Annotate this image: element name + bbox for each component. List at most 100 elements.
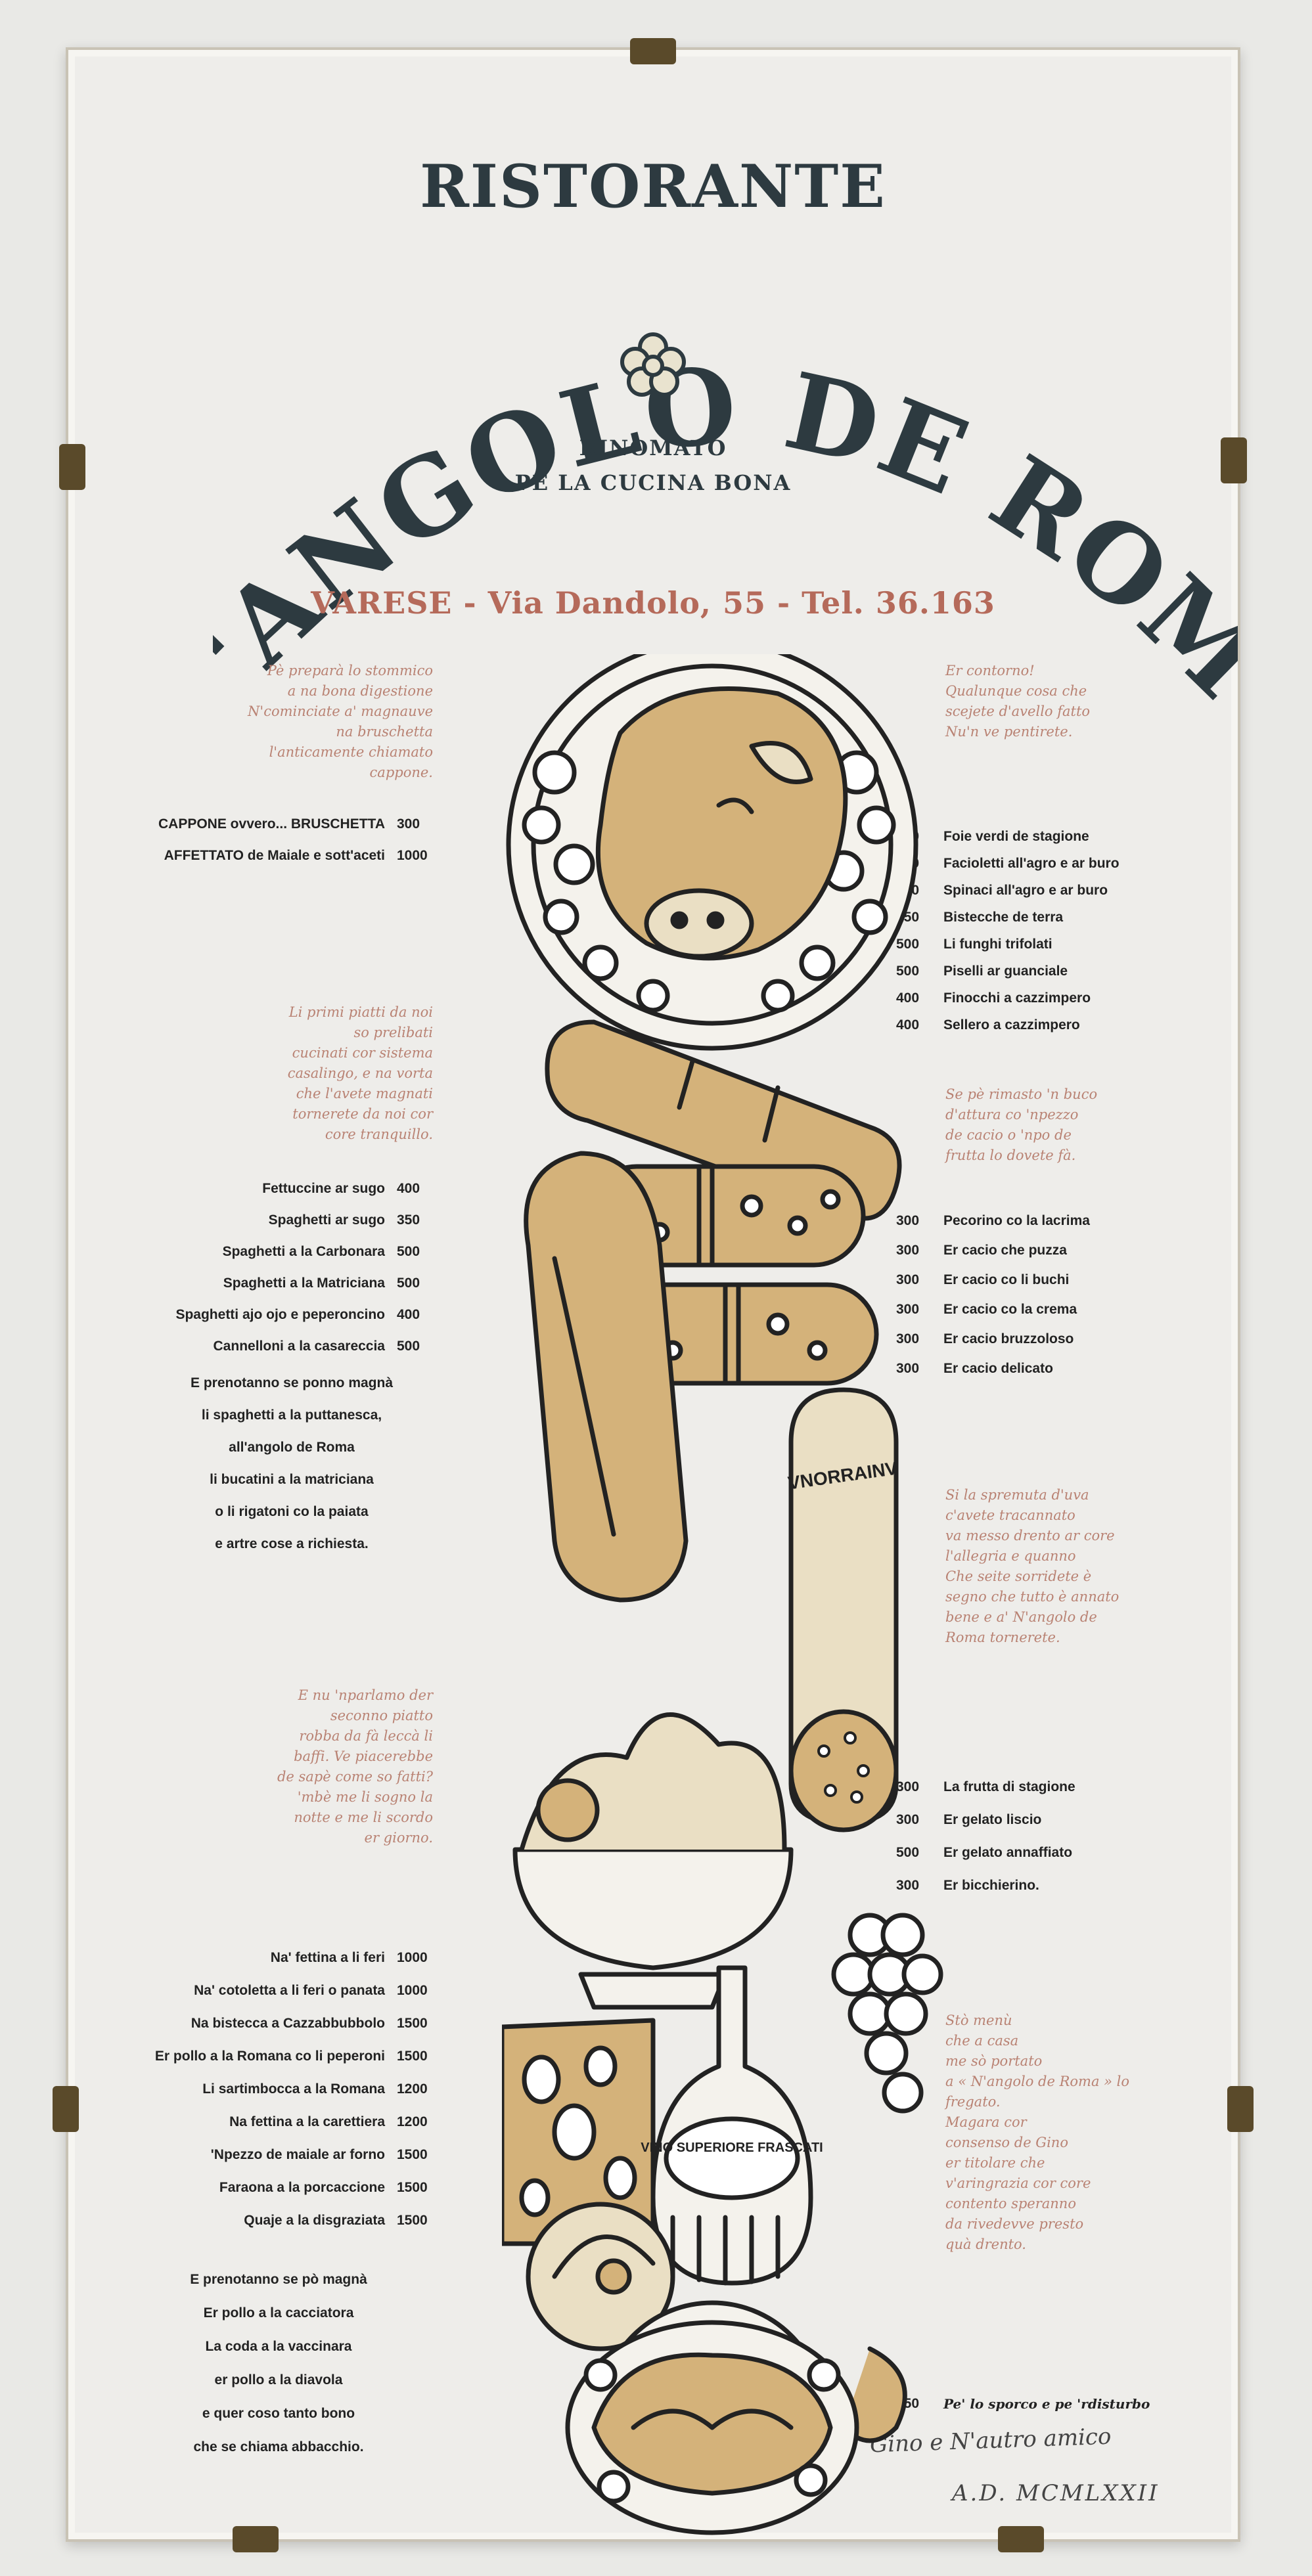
menu-item: CAPPONE ovvero... BRUSCHETTA 300 — [68, 809, 436, 840]
item-price: 1200 — [397, 2081, 428, 2097]
item-name: Er cacio co li buchi — [943, 1272, 1070, 1287]
menu-item: 'Npezzo de maiale ar forno 1500 — [68, 2139, 436, 2171]
item-name: Foie verdi de stagione — [943, 828, 1089, 844]
extra-line: E prenotanno se ponno magnà — [190, 1375, 394, 1390]
item-name: Cannelloni a la casareccia — [213, 1339, 385, 1354]
item-price: 400 — [397, 1307, 420, 1322]
item-price: 500 — [397, 1244, 420, 1259]
menu-item: Spaghetti ar sugo 350 — [68, 1205, 436, 1236]
item-name: Er cacio co la crema — [943, 1301, 1077, 1317]
item-price: 1500 — [397, 2049, 428, 2064]
extra-line: li bucatini a la matriciana — [210, 1472, 374, 1487]
flower-emblem-icon — [620, 332, 686, 397]
contorni-list: 250Foie verdi de stagione 250Facioletti … — [896, 823, 1225, 1038]
extra-line: all'angolo de Roma — [229, 1440, 355, 1455]
bottom-clip-left — [233, 2526, 279, 2552]
title-ristorante: RISTORANTE — [420, 152, 886, 221]
food-illustration: VNORRAINV VINO SUPERIORE FRASCATI — [502, 654, 943, 2535]
secondi-extra: E prenotanno se pò magnà Er pollo a la c… — [167, 2263, 390, 2464]
item-name: CAPPONE ovvero... BRUSCHETTA — [158, 816, 385, 832]
extra-line: e artre cose a richiesta. — [215, 1536, 369, 1551]
extra-line: La coda a la vaccinara — [205, 2339, 352, 2354]
item-price: 300 — [896, 1301, 920, 1317]
menu-item: 300 Er bicchierino. — [896, 1869, 1225, 1902]
item-name: Spaghetti ar sugo — [268, 1212, 385, 1228]
item-price: 1200 — [397, 2114, 428, 2129]
item-price: 1000 — [397, 1950, 428, 1965]
item-price: 300 — [896, 1360, 920, 1376]
item-price: 1500 — [397, 2147, 428, 2162]
poem-contorni: Er contorno! Qualunque cosa che scejete … — [945, 663, 1091, 740]
item-name: Facioletti all'agro e ar buro — [943, 855, 1120, 871]
item-price: 300 — [896, 1331, 920, 1346]
restaurant-name-arch: N'ANGOLO DE ROMA — [213, 240, 1238, 723]
item-price: 1500 — [397, 2213, 428, 2228]
item-name: Fettuccine ar sugo — [262, 1181, 385, 1196]
item-price: 300 — [896, 1878, 920, 1893]
item-name: Quaje a la disgraziata — [244, 2213, 385, 2228]
menu-item: Quaje a la disgraziata 1500 — [68, 2204, 436, 2237]
item-price: 400 — [896, 990, 920, 1006]
item-name: Na' fettina a li feri — [270, 1950, 385, 1965]
menu-item: Er pollo a la Romana co li peperoni 1500 — [68, 2040, 436, 2073]
rinomato: RINOMATO — [579, 435, 727, 460]
item-price: 500 — [896, 963, 920, 979]
item-price: 300 — [397, 816, 420, 832]
extra-line: Er pollo a la cacciatora — [203, 2305, 354, 2321]
item-name: Finocchi a cazzimpero — [943, 990, 1091, 1006]
item-name: La frutta di stagione — [943, 1779, 1075, 1794]
menu-item: 400 Finocchi a cazzimpero — [896, 985, 1225, 1011]
item-name: Spaghetti a la Carbonara — [222, 1244, 385, 1259]
menu-item: 300 Er cacio delicato — [896, 1354, 1225, 1383]
item-name: Er bicchierino. — [943, 1878, 1039, 1893]
menu-item: Na' cotoletta a li feri o panata 1000 — [68, 1974, 436, 2007]
extra-line: li spaghetti a la puttanesca, — [201, 1408, 382, 1423]
item-name: Er cacio che puzza — [943, 1242, 1067, 1258]
wine-label: VINO SUPERIORE FRASCATI — [641, 2141, 823, 2155]
menu-item: 300 Er cacio co la crema — [896, 1295, 1225, 1324]
menu-frame: RISTORANTE N'ANGOLO DE ROMA RINOMATO PE … — [53, 38, 1254, 2552]
poem-antipasti: Pè preparà lo stommico a na bona digesti… — [248, 663, 433, 780]
item-price: 350 — [397, 1212, 420, 1228]
antipasti-list: CAPPONE ovvero... BRUSCHETTA 300 AFFETTAT… — [68, 809, 436, 872]
item-price: 1500 — [397, 2180, 428, 2195]
handwritten-date: A.D. MCMLXXII — [952, 2480, 1160, 2506]
menu-item: 300 Er cacio co li buchi — [896, 1265, 1225, 1295]
item-name: Li funghi trifolati — [943, 936, 1052, 952]
item-name: Piselli ar guanciale — [943, 963, 1068, 979]
item-name: Na bistecca a Cazzabbubbolo — [191, 2016, 385, 2031]
left-clip-bottom — [53, 2086, 79, 2132]
poem-primi: Li primi piatti da noi so prelibati cuci… — [287, 1004, 433, 1142]
bottom-clip-right — [998, 2526, 1044, 2552]
extra-line: E prenotanno se pò magnà — [190, 2272, 367, 2287]
item-name: Spaghetti a la Matriciana — [223, 1276, 385, 1291]
menu-item: 300 La frutta di stagione — [896, 1771, 1225, 1804]
right-clip-top — [1221, 437, 1247, 483]
item-name: Pe' lo sporco e pe 'rdisturbo — [943, 2396, 1150, 2412]
poem-formaggi: Se pè rimasto 'n buco d'attura co 'npezz… — [945, 1086, 1098, 1163]
item-price: 1000 — [397, 1983, 428, 1998]
secondi-list: Na' fettina a li feri 1000 Na' cotoletta … — [68, 1942, 436, 2237]
item-name: Er cacio delicato — [943, 1360, 1053, 1376]
menu-item: 500 Piselli ar guanciale — [896, 958, 1225, 985]
item-name: Er pollo a la Romana co li peperoni — [154, 2049, 385, 2064]
item-price: 300 — [896, 1272, 920, 1287]
item-name: Na' cotoletta a li feri o panata — [194, 1983, 385, 1998]
poem-vino: Si la spremuta d'uva c'avete tracannato … — [945, 1487, 1120, 1645]
item-price: 300 — [896, 1779, 920, 1794]
extra-line: o li rigatoni co la paiata — [215, 1504, 369, 1519]
primi-extra: E prenotanno se ponno magnà li spaghetti… — [180, 1367, 403, 1560]
item-price: 500 — [397, 1276, 420, 1291]
item-price: 400 — [397, 1181, 420, 1196]
item-name: Li sartimbocca a la Romana — [202, 2081, 385, 2097]
left-clip-top — [59, 444, 85, 490]
item-name: 'Npezzo de maiale ar forno — [210, 2147, 385, 2162]
